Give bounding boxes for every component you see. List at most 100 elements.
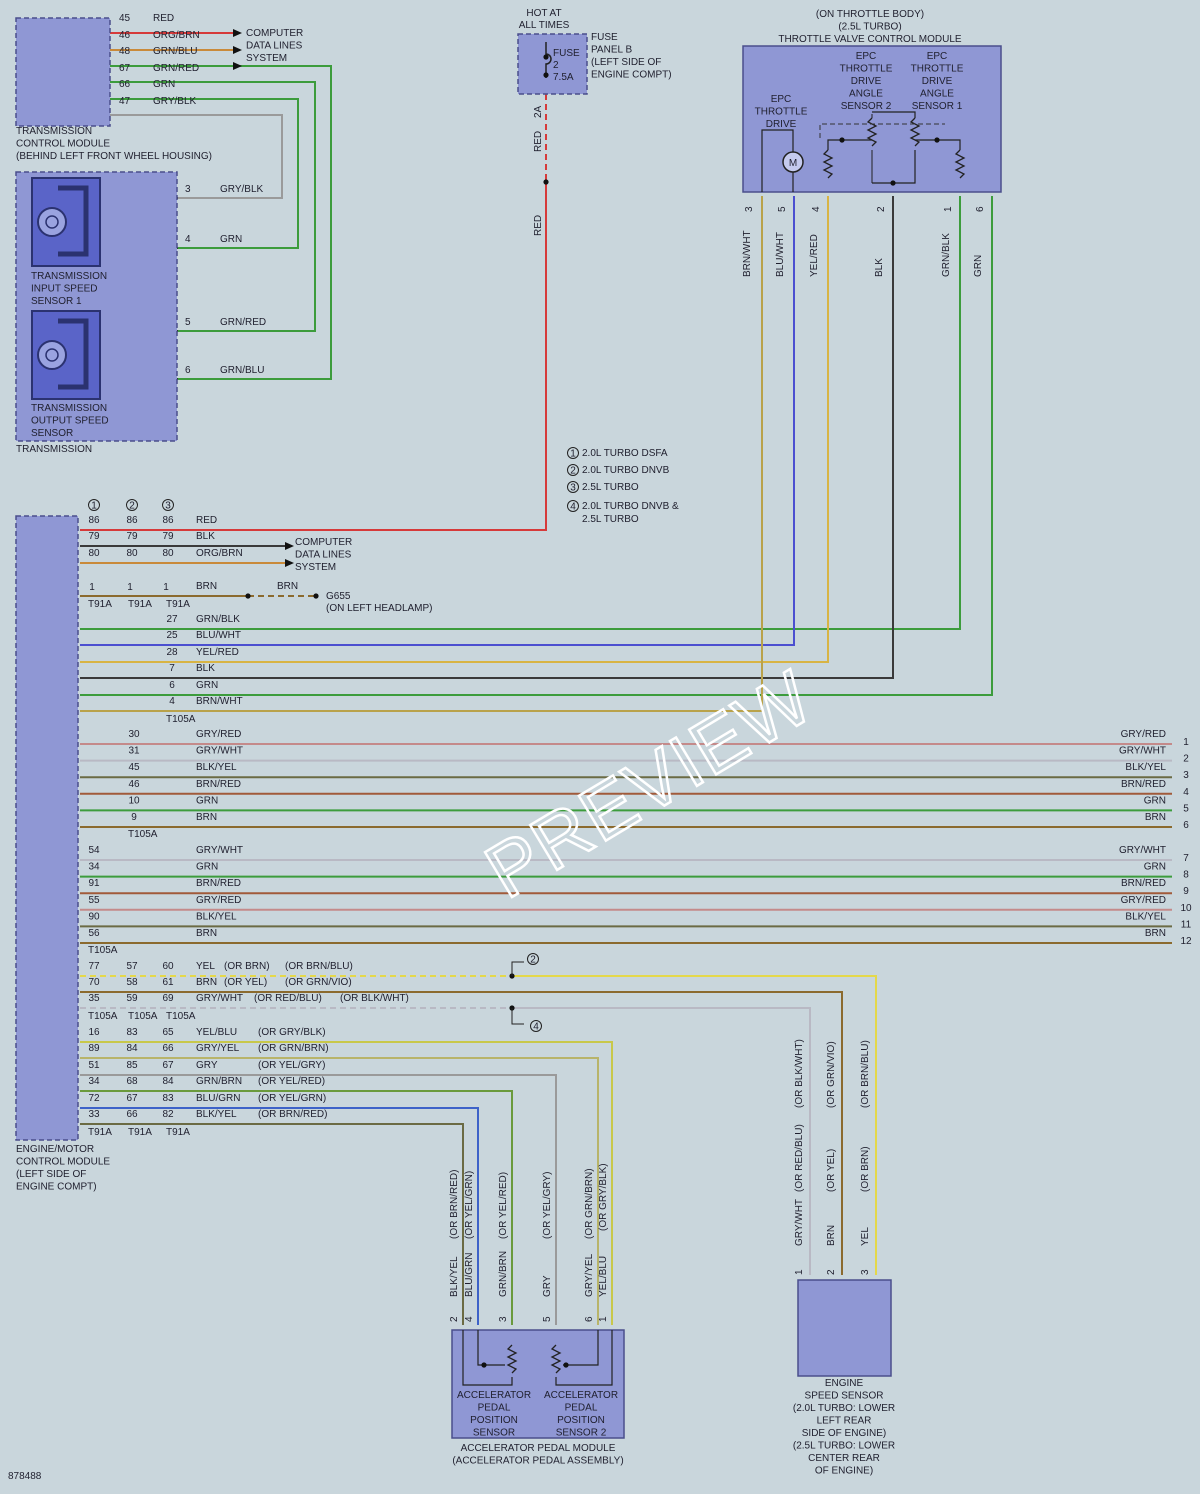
throttle-wire-label: GRN/BLK: [941, 233, 952, 277]
throttle-sensor1-label: SENSOR 1: [912, 101, 963, 112]
ecm-wire-label: GRY: [196, 1060, 218, 1071]
legend-text: 2.5L TURBO: [582, 482, 639, 493]
fuse-wire-label: RED: [533, 131, 544, 152]
throttle-pin-number: 5: [777, 206, 788, 212]
input-sensor-label: INPUT SPEED: [31, 284, 98, 295]
ecm-pin-number: 66: [162, 1043, 174, 1054]
ecm-pin-number: 82: [162, 1109, 174, 1120]
throttle-sensor1-label: ANGLE: [920, 89, 954, 100]
ecm-pin-number: 6: [169, 680, 175, 691]
ecm-pedal-wire: [80, 1123, 464, 1325]
throttle-sensor1-label: THROTTLE: [911, 64, 964, 75]
ecm-wire-alt: (OR YEL/GRY): [258, 1060, 325, 1071]
speed-sensor-pin: 2: [826, 1269, 837, 1275]
ecm-pin-number: 56: [88, 928, 100, 939]
ecm-wire-label: BRN: [196, 977, 217, 988]
transmission-pin-number: 5: [185, 317, 191, 328]
pedal-pin-number: 3: [498, 1316, 509, 1322]
variant-number: 2: [530, 955, 536, 966]
throttle-pin-number: 4: [811, 206, 822, 212]
throttle-wire-label: BRN/WHT: [742, 230, 753, 277]
ecm-name: ENGINE COMPT): [16, 1182, 97, 1193]
output-reference: 8: [1183, 870, 1189, 881]
transmission-wire-label: GRN: [220, 234, 242, 245]
ecm-wire-label: BRN: [196, 928, 217, 939]
throttle-drive-label: EPC: [771, 94, 792, 105]
cdl-arrow: [233, 29, 242, 37]
ecm-throttle-wire: [80, 196, 763, 712]
throttle-sensor2-label: EPC: [856, 51, 877, 62]
pedal-wire-label: BLK/YEL: [449, 1256, 460, 1297]
fuse-wire-label: RED: [533, 215, 544, 236]
pedal-wire-label: GRY: [542, 1275, 553, 1297]
ecm-wire-alt: (OR BRN/RED): [258, 1109, 327, 1120]
pedal-pin-number: 5: [542, 1316, 553, 1322]
input-speed-sensor-coil: [58, 185, 89, 257]
ecm-pin-number: 31: [128, 746, 140, 757]
ecm-connector-label: T105A: [88, 1011, 118, 1022]
speed-sensor-wire-alt: (OR BRN): [860, 1146, 871, 1192]
tcm-box: [15, 17, 111, 127]
cdl-arrow: [233, 62, 242, 70]
ecm-pin-number: 57: [126, 961, 138, 972]
ecm-pin-number: 28: [166, 647, 178, 658]
engine-speed-sensor-label: ENGINE: [825, 1378, 864, 1389]
ecm-pin-number: 55: [88, 895, 100, 906]
ecm-wire-label: RED: [196, 515, 217, 526]
pedal-module-label: (ACCELERATOR PEDAL ASSEMBLY): [452, 1456, 623, 1467]
tcm-name: CONTROL MODULE: [16, 139, 110, 150]
speed-sensor-wire-label: BRN: [826, 1225, 837, 1246]
ecm-pin-number: 9: [131, 812, 137, 823]
legend-text: 2.5L TURBO: [582, 514, 639, 525]
ecm-pin-number: 79: [126, 531, 138, 542]
transmission-label: TRANSMISSION: [16, 444, 92, 455]
throttle-sensor2-label: THROTTLE: [840, 64, 893, 75]
variant-number: 1: [570, 449, 576, 460]
pedal-lead: [462, 1330, 513, 1386]
ecm-pin-number: 84: [162, 1076, 174, 1087]
pedal-dot: [563, 1362, 569, 1368]
splice-tag-lead: [511, 1008, 524, 1025]
cdl-arrow: [285, 559, 294, 567]
ecm-wire-alt: (OR RED/BLU): [254, 993, 322, 1004]
throttle-pin-number: 2: [876, 206, 887, 212]
ecm-pin-number: 34: [88, 862, 100, 873]
ecm-wire-label-right: GRN: [1144, 862, 1166, 873]
fuse-red-wire-main: [80, 184, 547, 531]
throttle-pin-number: 6: [975, 206, 986, 212]
variant-number: 3: [570, 483, 576, 494]
ecm-pin-number: 67: [126, 1093, 138, 1104]
variant-number: 2: [129, 501, 135, 512]
ecm-variant-circle: [126, 499, 138, 511]
transmission-wire-label: GRY/BLK: [220, 184, 263, 195]
ecm-pin-number: 46: [128, 779, 140, 790]
wire-grnred-out-sensor: [110, 81, 316, 332]
engine-speed-sensor-label: (2.0L TURBO: LOWER: [793, 1403, 895, 1414]
ecm-wire-label-right: BRN: [1145, 928, 1166, 939]
ecm-pin-number: 89: [88, 1043, 100, 1054]
variant-number: 4: [570, 502, 576, 513]
ecm-wire-label: GRY/YEL: [196, 1043, 240, 1054]
throttle-drive-label: DRIVE: [766, 119, 797, 130]
pedal-wire-alt: (OR GRY/BLK): [598, 1163, 609, 1231]
ecm-pin-number: 70: [88, 977, 100, 988]
wire-grybl-in-sensor: [110, 114, 283, 199]
ecm-wire-alt: (OR BRN): [224, 961, 270, 972]
speed-sensor-wire-alt: (OR RED/BLU): [794, 1124, 805, 1192]
pedal-wire-alt: (OR YEL/GRN): [464, 1171, 475, 1239]
pedal-sensor1-label: ACCELERATOR: [457, 1390, 531, 1401]
fuse-connector-dot: [543, 179, 549, 185]
legend-circle: [567, 464, 579, 476]
ecm-pin-number: 51: [88, 1060, 100, 1071]
engine-speed-sensor-box: [797, 1279, 892, 1377]
legend-text: 2.0L TURBO DSFA: [582, 448, 668, 459]
input-speed-sensor-hub: [45, 215, 59, 229]
throttle-wire-label: BLU/WHT: [775, 232, 786, 277]
ecm-wire-alt: (OR YEL): [224, 977, 267, 988]
ecm-pin-number: 90: [88, 911, 100, 922]
tcm-pin-number: 47: [119, 96, 131, 107]
fuse-panel-label: ENGINE COMPT): [591, 70, 672, 81]
pedal-pin-number: 6: [584, 1316, 595, 1322]
